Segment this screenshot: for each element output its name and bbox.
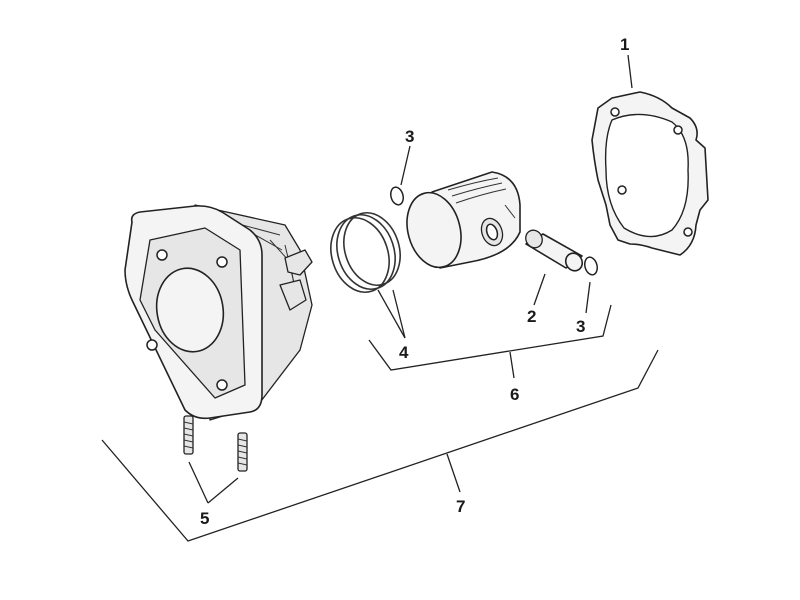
label-studs: 5 [200,509,209,528]
gasket-drawing [591,91,709,256]
label-clip-right: 3 [576,317,585,336]
label-piston-kit: 6 [510,385,519,404]
piston-rings-drawing [330,212,401,293]
circlip-right [584,256,598,276]
piston-drawing [406,171,521,269]
label-clip-top: 3 [405,127,414,146]
circlip-top [390,186,404,206]
stud-left [183,415,194,455]
stud-right [237,432,248,472]
cylinder-drawing [124,204,313,421]
leader-lines [101,54,659,542]
label-pin: 2 [527,307,536,326]
label-cylinder-kit: 7 [456,497,465,516]
label-rings: 4 [399,343,409,362]
piston-pin-drawing [525,229,584,272]
label-gasket: 1 [620,35,629,54]
